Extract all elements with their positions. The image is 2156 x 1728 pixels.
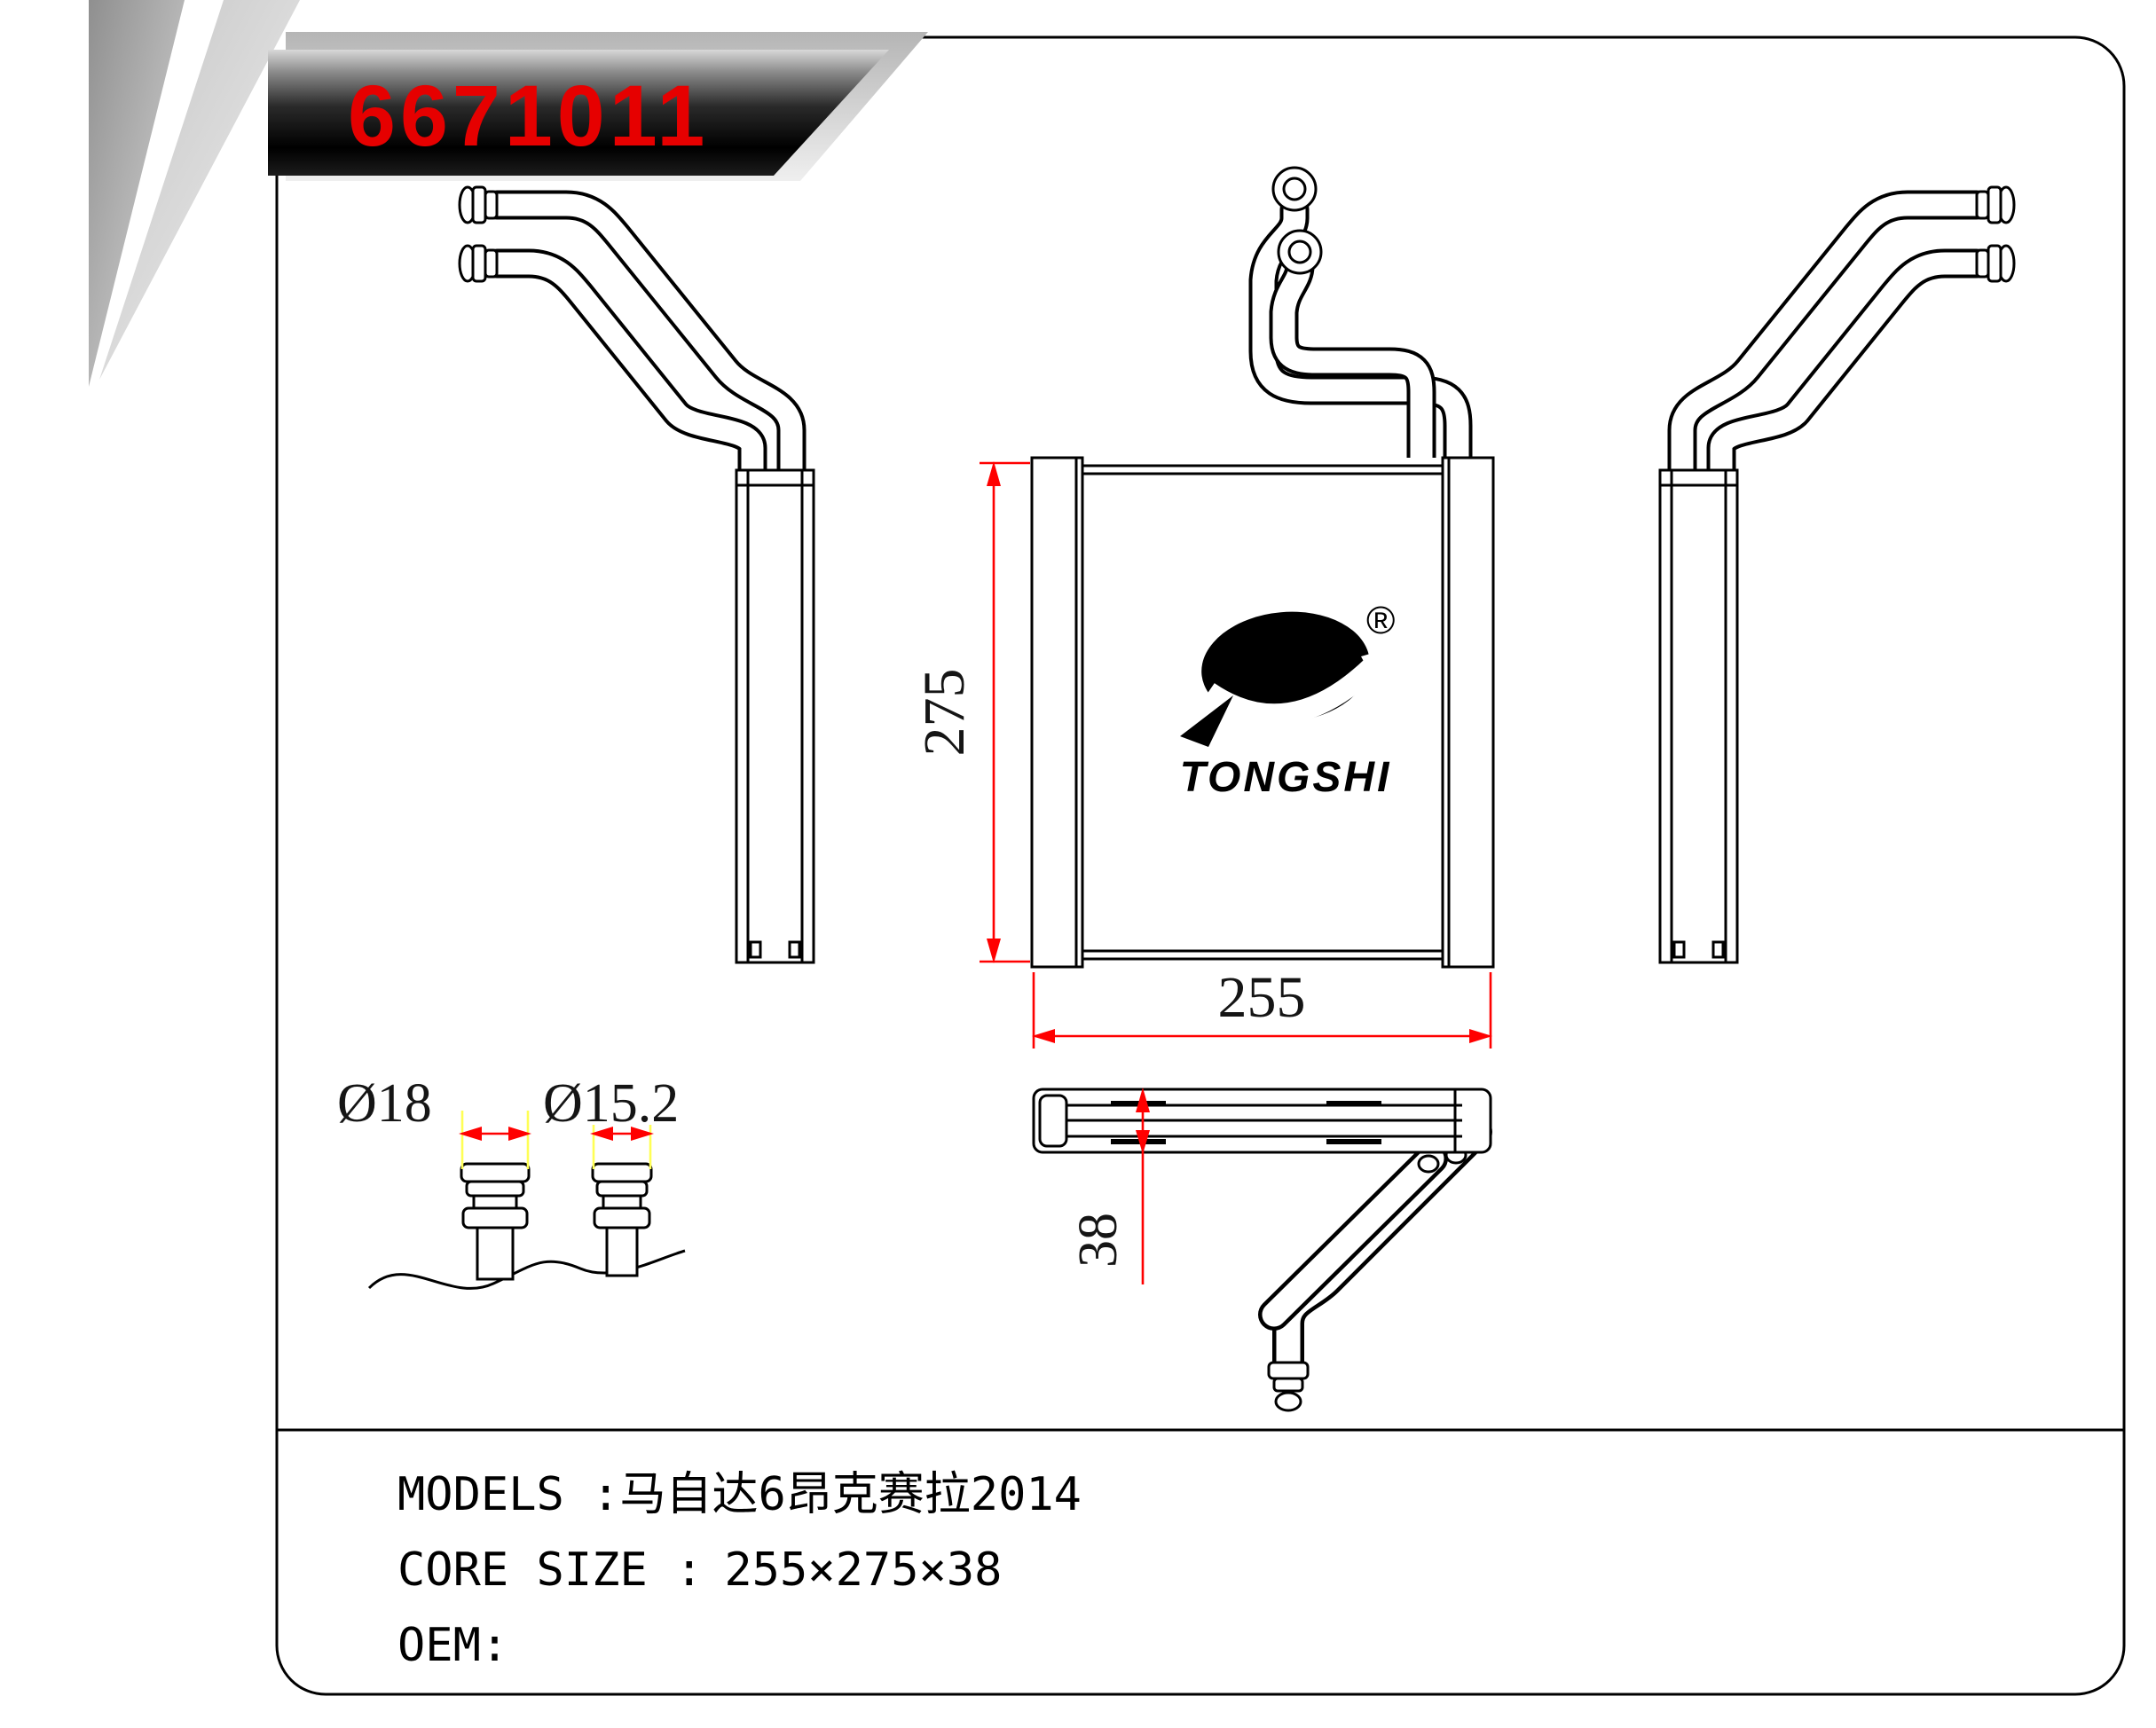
tongshi-logo: ® TONGSHI (1180, 599, 1396, 801)
dimension-width-255: 255 (1032, 965, 1492, 1049)
brand-name: TONGSHI (1180, 754, 1392, 801)
dimension-width-label: 255 (1218, 965, 1306, 1030)
dimension-depth-label: 38 (1068, 1213, 1129, 1268)
dimension-dia-18: Ø18 (337, 1073, 432, 1134)
models-line: MODELS :马自达6昂克赛拉2014 (397, 1468, 1082, 1521)
part-number: 6671011 (348, 67, 709, 164)
dimension-height-275: 275 (912, 461, 1030, 963)
banner-bar (268, 50, 889, 176)
core-left-tank (1030, 456, 1084, 969)
models-value: 马自达6昂克赛拉2014 (619, 1468, 1082, 1521)
pipe-end-detail (367, 1162, 686, 1290)
core-size-line: CORE SIZE : 255×275×38 (397, 1543, 1002, 1597)
page-fold-decoration (89, 0, 300, 387)
oem-line: OEM: (397, 1619, 508, 1672)
dimension-height-label: 275 (912, 669, 977, 757)
dimension-pipe-diameters: Ø18 Ø15.2 (337, 1073, 679, 1169)
core-size-value: 255×275×38 (724, 1543, 1002, 1597)
dimension-depth-38: 38 (1068, 1088, 1150, 1284)
dimension-dia-15-2: Ø15.2 (543, 1073, 679, 1134)
registered-mark: ® (1366, 599, 1395, 642)
oem-label: OEM: (397, 1619, 508, 1672)
core-right-tank (1441, 456, 1495, 969)
core-size-label: CORE SIZE : (397, 1543, 703, 1597)
info-block: MODELS :马自达6昂克赛拉2014 CORE SIZE : 255×275×… (397, 1468, 1082, 1672)
logo-tail-icon (1180, 695, 1233, 747)
models-label: MODELS : (397, 1468, 619, 1521)
part-number-banner: 6671011 (268, 32, 928, 181)
